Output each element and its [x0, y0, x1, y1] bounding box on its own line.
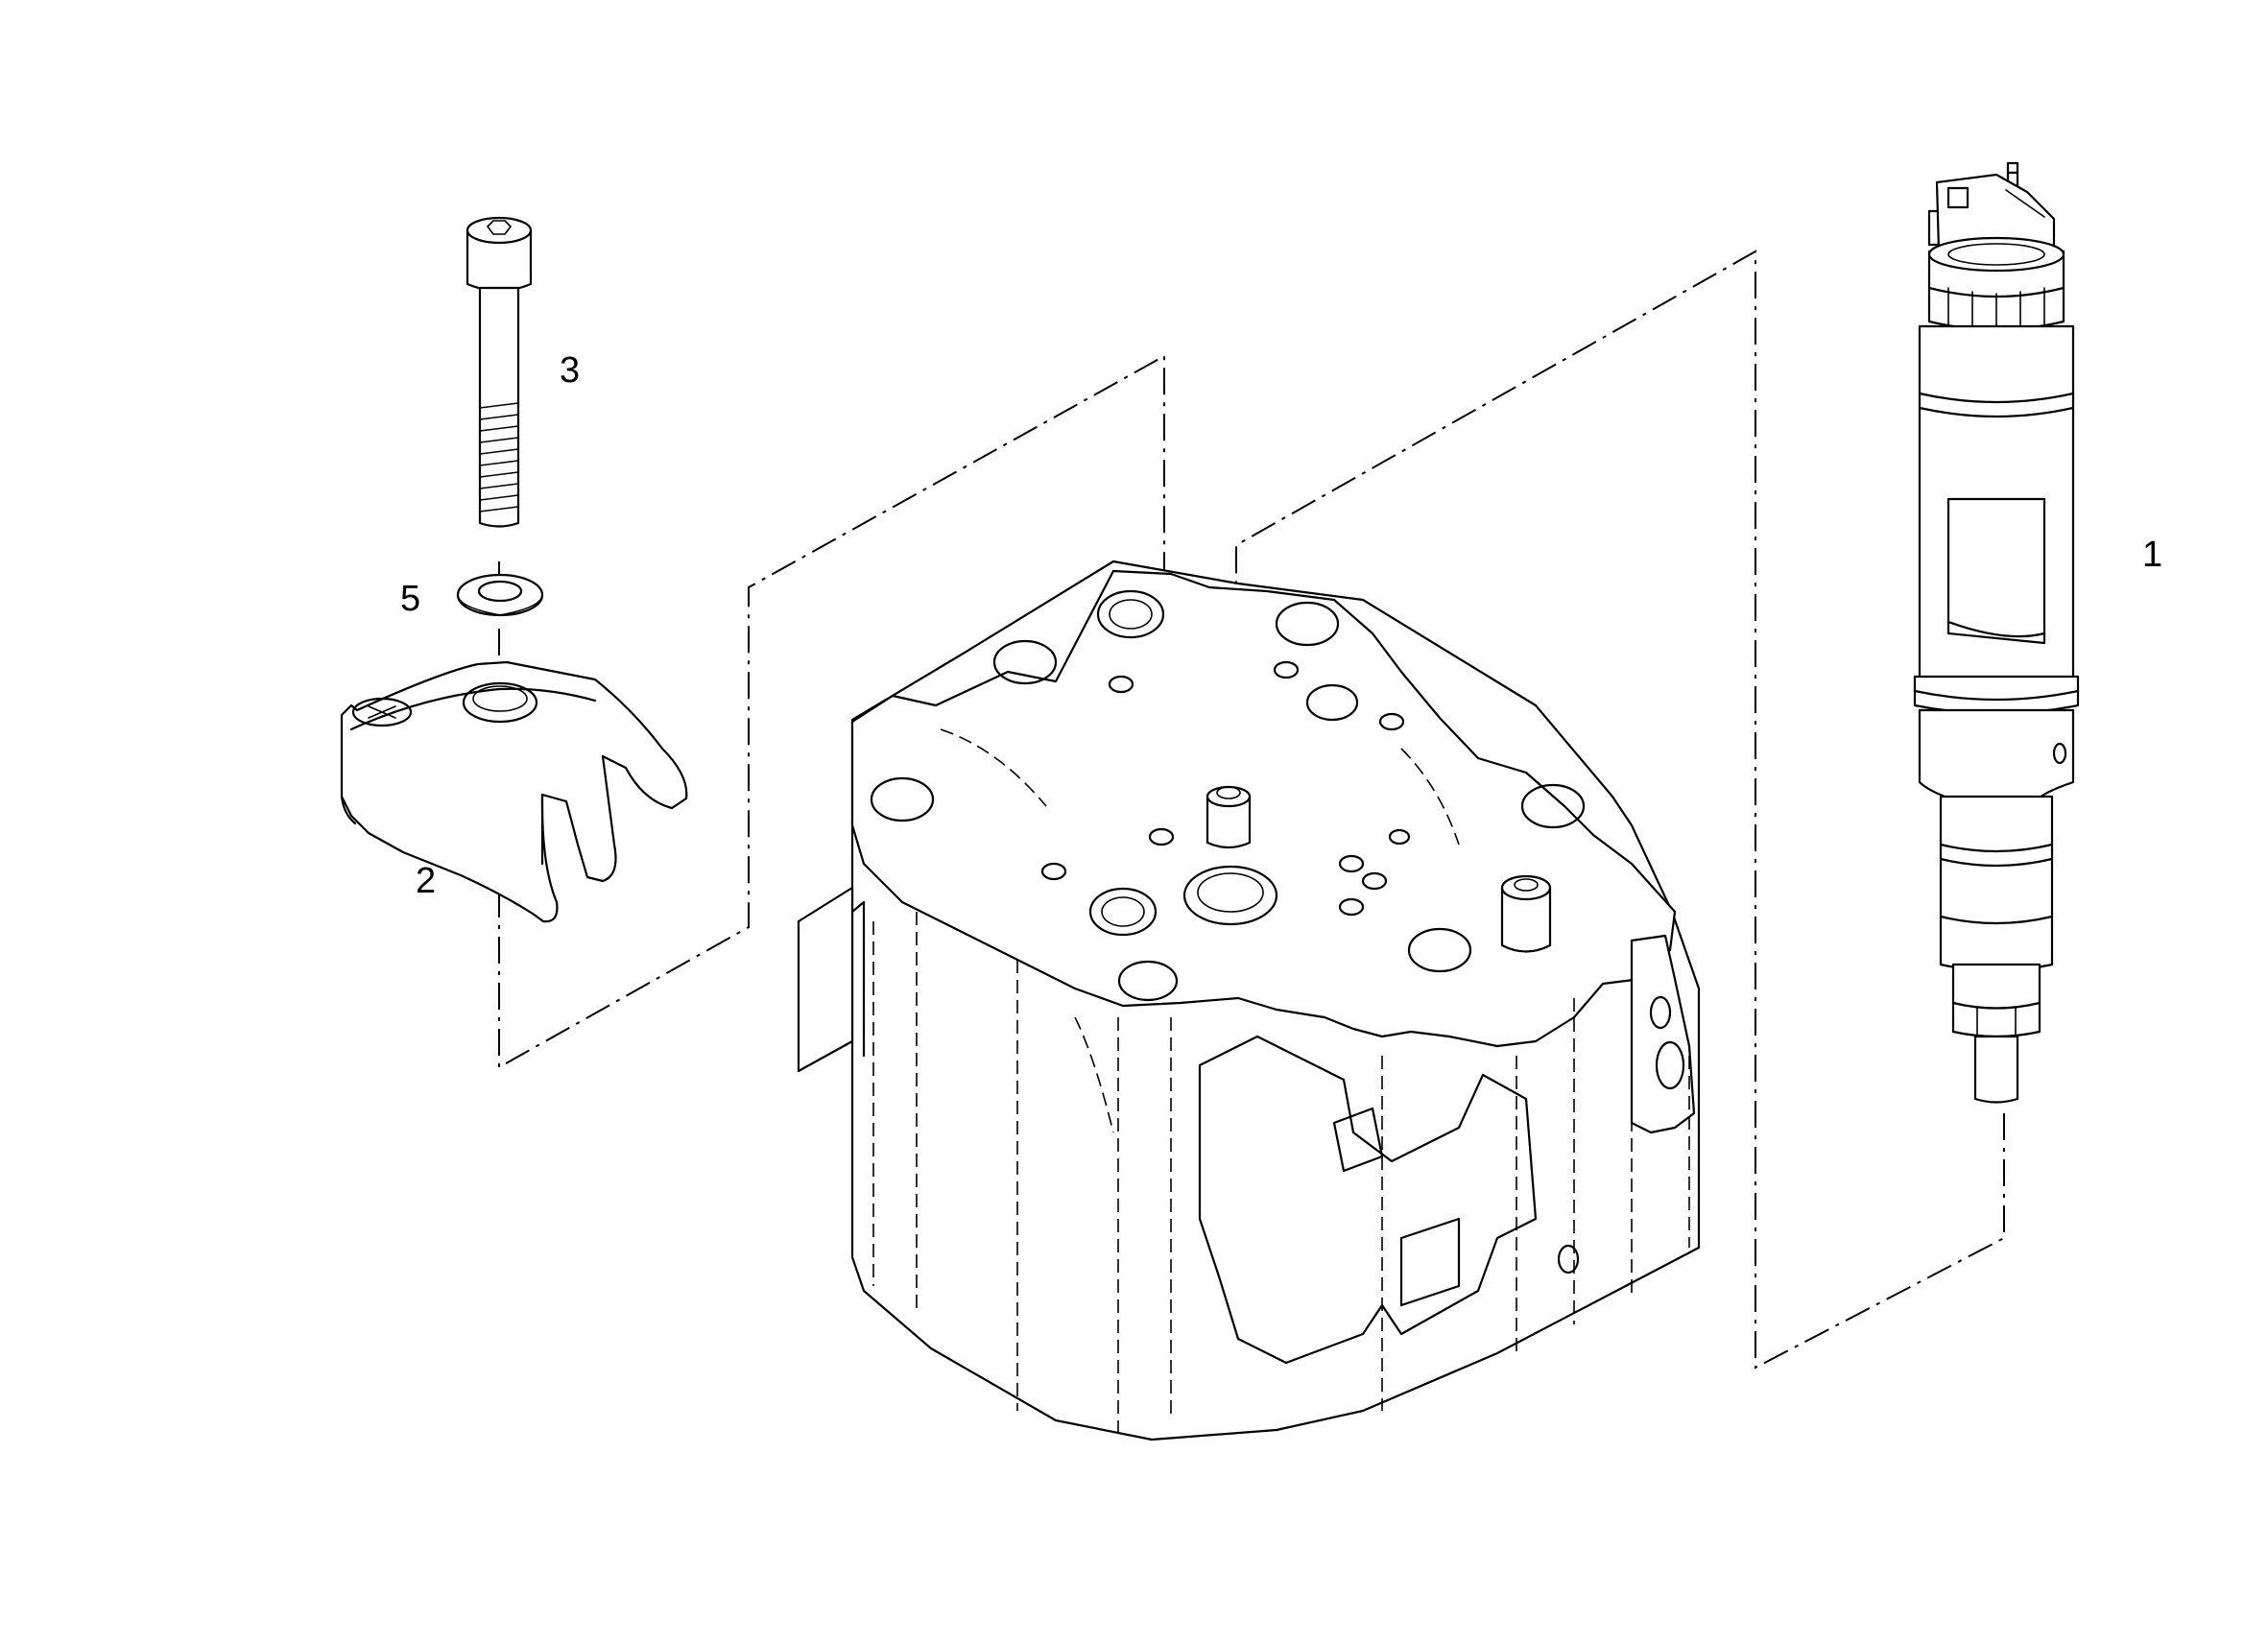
- callout-injector: 1: [2142, 535, 2162, 575]
- injector-bore: [1206, 785, 1252, 849]
- injector-clamp: [340, 660, 688, 923]
- sealing-washer: [456, 573, 544, 617]
- cylinder-head: [797, 560, 1701, 1441]
- cap-screw: [466, 216, 533, 528]
- sensor-boss: [1500, 874, 1552, 953]
- callout-labels: 1 2 3 5: [400, 350, 2162, 901]
- callout-clamp: 2: [416, 861, 436, 901]
- callout-screw: 3: [560, 350, 580, 391]
- hidden-edges: [872, 728, 1690, 1440]
- fuel-injector: [1913, 161, 2080, 1104]
- callout-washer: 5: [400, 579, 420, 619]
- guide-clamp-to-head: [498, 354, 1165, 1069]
- head-bolt-holes: [870, 589, 1586, 1002]
